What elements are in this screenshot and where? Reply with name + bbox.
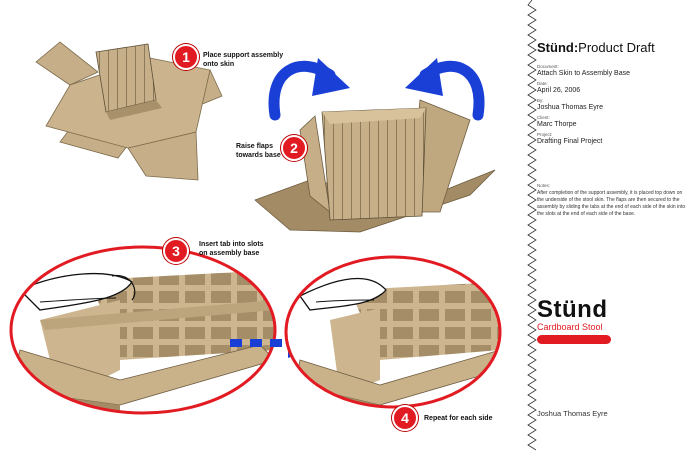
assembly-illustrations	[9, 41, 502, 415]
step-2-line-2: towards base	[236, 152, 281, 159]
step-1-text: Place support assembly onto skin	[203, 51, 283, 69]
tear-divider	[527, 0, 537, 451]
step-4-badge: 4	[392, 405, 418, 431]
date-value: April 26, 2006	[537, 87, 581, 94]
step4-illustration	[284, 255, 502, 409]
page-title: Stünd:Product Draft	[537, 40, 655, 55]
title-rest: Product Draft	[578, 40, 655, 55]
client-value: Marc Thorpe	[537, 121, 577, 128]
step-2-text: Raise flaps towards base	[236, 142, 281, 160]
document-value: Attach Skin to Assembly Base	[537, 70, 630, 77]
brand-red-bar	[537, 335, 611, 344]
document-label: Document:	[537, 64, 559, 69]
step-1-line-2: onto skin	[203, 61, 235, 68]
step-3-line-2: on assembly base	[199, 250, 260, 257]
project-label: Project:	[537, 132, 553, 137]
brand-logo: Stünd	[537, 296, 608, 323]
by-label: By:	[537, 98, 544, 103]
date-label: Date:	[537, 81, 548, 86]
notes-label: Notes:	[537, 183, 551, 188]
step-2-line-1: Raise flaps	[236, 143, 273, 150]
info-panel: Stünd:Product Draft Document: Attach Ski…	[537, 0, 700, 453]
step-3-line-1: Insert tab into slots	[199, 241, 264, 248]
title-brand: Stünd:	[537, 40, 579, 55]
step-3-badge: 3	[163, 238, 189, 264]
step-2-badge: 2	[281, 135, 307, 161]
step2-illustration	[254, 58, 496, 233]
step3-illustration	[9, 245, 277, 415]
step-3-text: Insert tab into slots on assembly base	[199, 240, 264, 258]
brand-subtitle: Cardboard Stool	[537, 322, 603, 332]
by-value: Joshua Thomas Eyre	[537, 104, 604, 111]
step-4-text: Repeat for each side	[424, 414, 492, 423]
step1-illustration	[35, 41, 223, 181]
author-name: Joshua Thomas Eyre	[537, 409, 608, 418]
project-value: Drafting Final Project	[537, 138, 603, 145]
step-4-line-1: Repeat for each side	[424, 415, 493, 422]
notes-text: After completion of the support assembly…	[537, 190, 686, 217]
client-label: Client:	[537, 115, 550, 120]
step-1-line-1: Place support assembly	[203, 52, 284, 59]
step-1-badge: 1	[173, 44, 199, 70]
